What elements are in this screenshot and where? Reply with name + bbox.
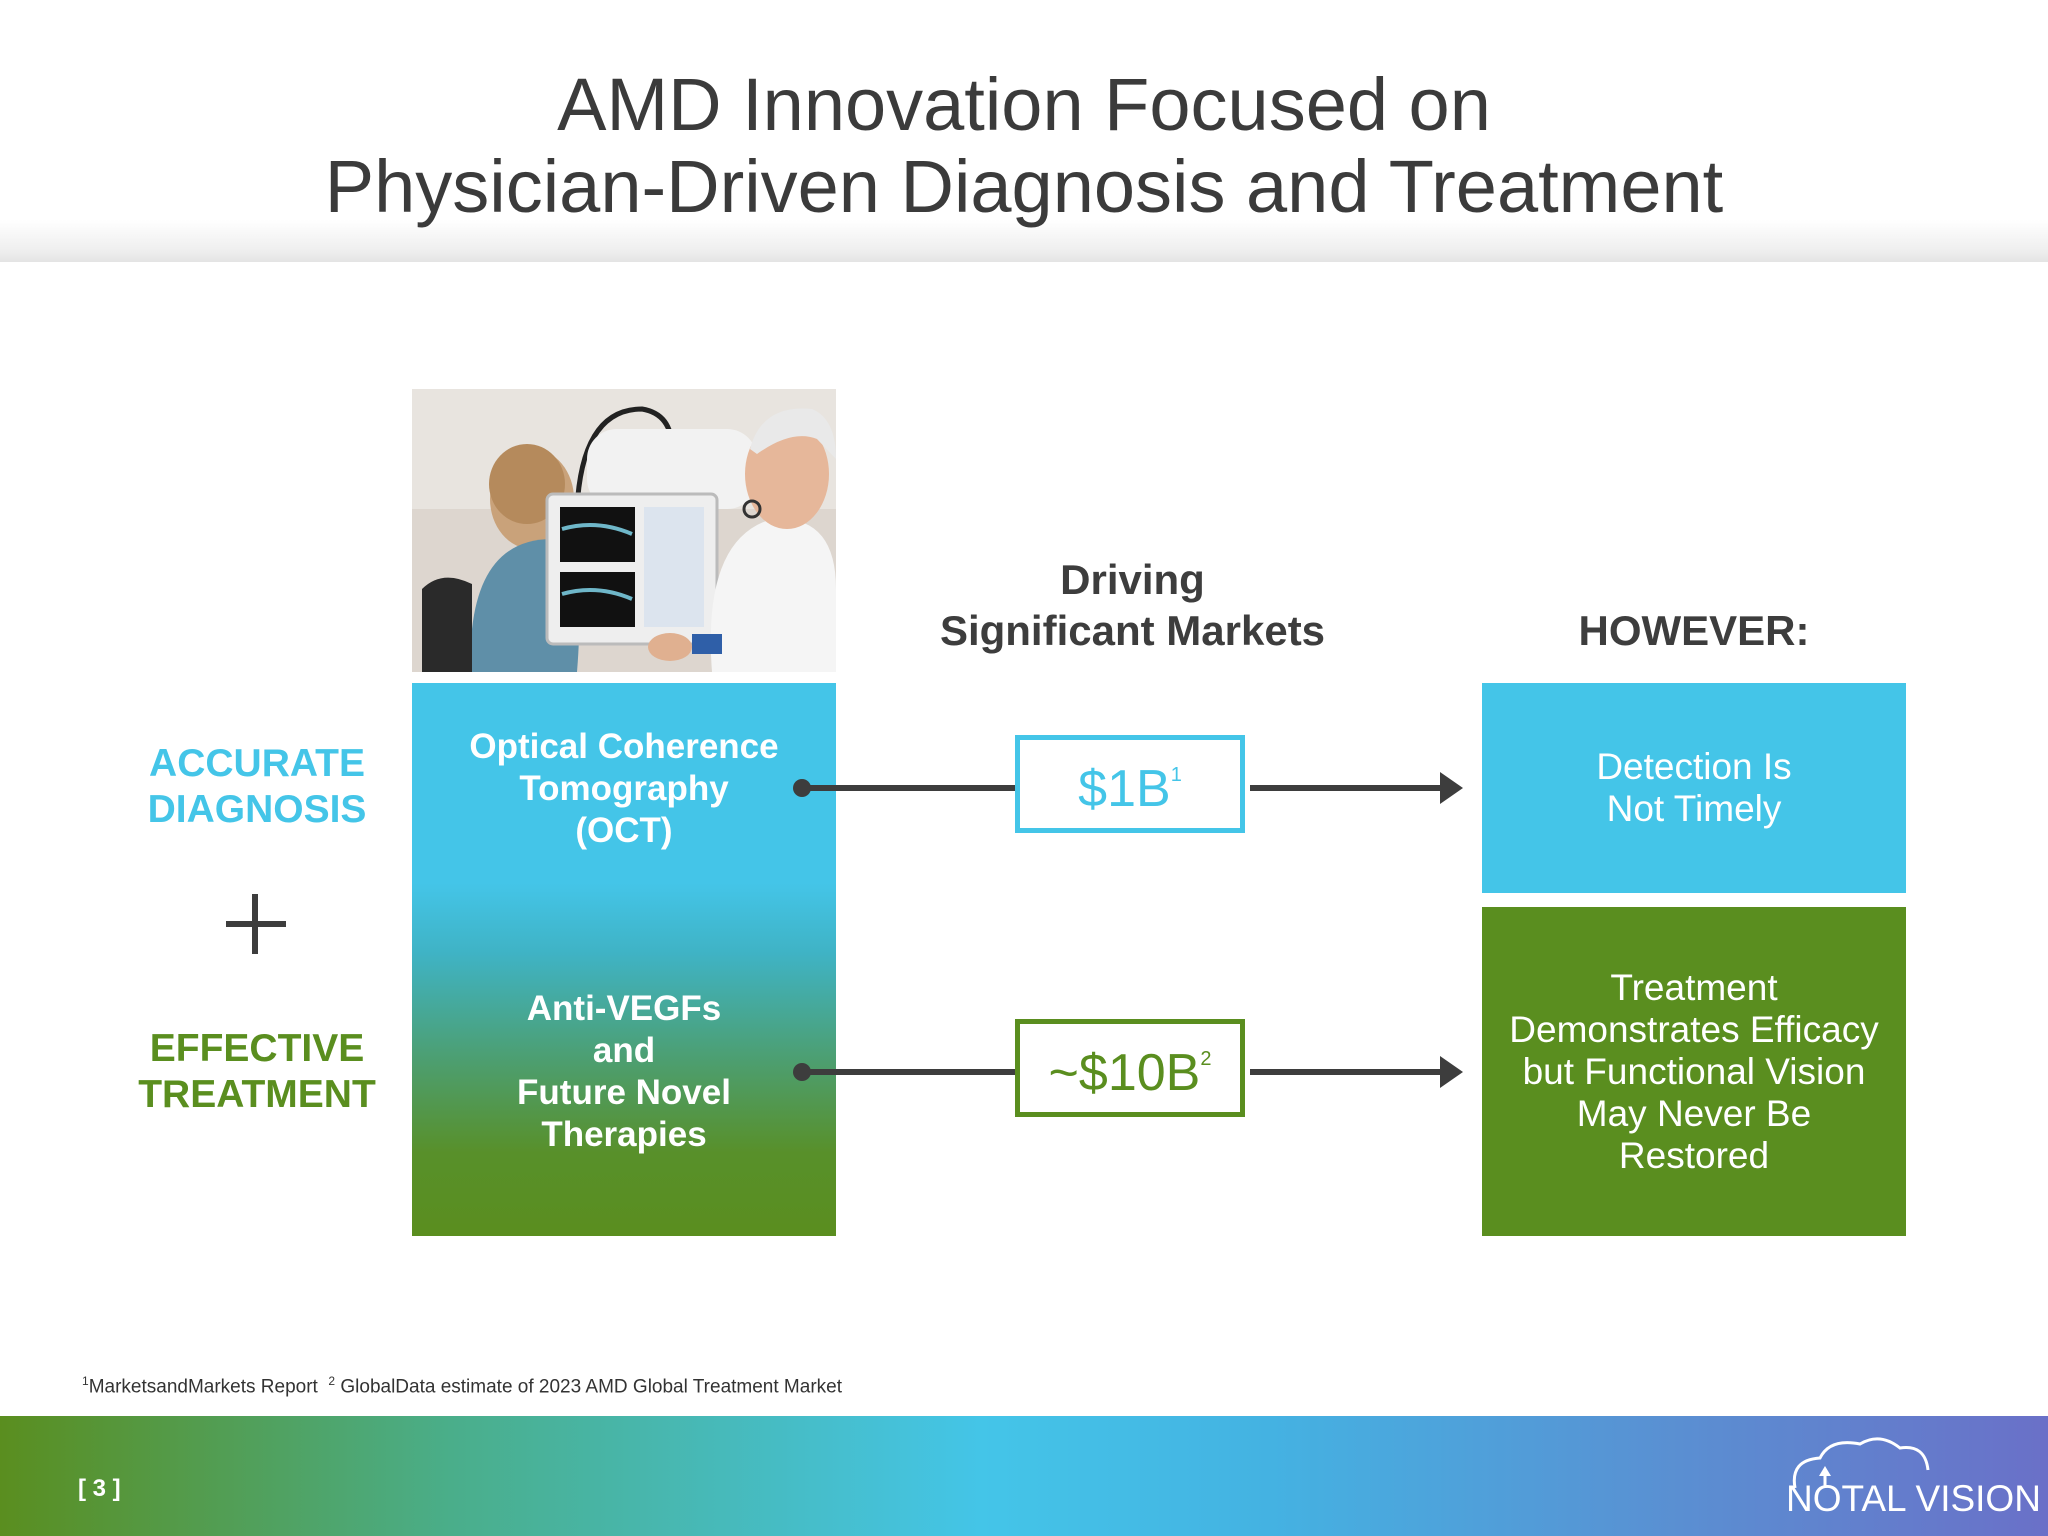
oct-line-2: Tomography <box>519 769 729 808</box>
oct-exam-photo <box>412 389 836 672</box>
accurate-line-2: DIAGNOSIS <box>147 788 367 831</box>
footnote-sup-2: 2 <box>328 1374 336 1388</box>
markets-heading-line-2: Significant Markets <box>939 607 1326 654</box>
anti-line-3: Future Novel <box>517 1073 731 1112</box>
anti-line-1: Anti-VEGFs <box>526 989 722 1028</box>
accurate-line-1: ACCURATE <box>149 742 365 785</box>
oct-line-3: (OCT) <box>575 811 673 850</box>
oct-text: Optical Coherence Tomography (OCT) <box>412 726 836 852</box>
treatment-box: Treatment Demonstrates Efficacy but Func… <box>1482 907 1906 1236</box>
footnote: 1MarketsandMarkets Report 2 GlobalData e… <box>82 1374 842 1398</box>
however-heading: HOWEVER: <box>1482 605 1906 656</box>
footnote-sup-1: 1 <box>82 1374 89 1388</box>
detect-line-2: Not Timely <box>1606 788 1782 829</box>
treat-line-3: but Functional Vision <box>1522 1050 1866 1092</box>
however-heading-text: HOWEVER: <box>1578 607 1810 654</box>
anti-line-4: Therapies <box>541 1115 707 1154</box>
center-column <box>412 683 836 1236</box>
treat-line-4: May Never Be <box>1576 1092 1812 1134</box>
page-number: [ 3 ] <box>78 1475 121 1502</box>
oct-line-1: Optical Coherence <box>469 727 779 766</box>
title-line-2: Physician-Driven Diagnosis and Treatment <box>324 145 1724 228</box>
plus-icon <box>226 894 286 954</box>
treat-line-1: Treatment <box>1610 966 1778 1008</box>
title-band <box>0 0 2048 262</box>
slide-title: AMD Innovation Focused on Physician-Driv… <box>0 64 2048 228</box>
treatment-market-value-box: ~$10B2 <box>1015 1019 1245 1117</box>
footer-bar <box>0 1416 2048 1536</box>
detection-box: Detection Is Not Timely <box>1482 683 1906 893</box>
footnote-text-1: MarketsandMarkets Report <box>88 1376 318 1398</box>
cloud-logo-icon <box>1792 1437 1930 1489</box>
logo-text: NOTAL VISION <box>1786 1478 2041 1519</box>
accurate-diagnosis-label: ACCURATE DIAGNOSIS <box>112 741 402 833</box>
effective-treatment-label: EFFECTIVE TREATMENT <box>112 1026 402 1118</box>
markets-heading-line-1: Driving <box>1060 556 1205 603</box>
treat-line-5: Restored <box>1618 1134 1770 1176</box>
oct-market-value: $1B <box>1078 760 1171 818</box>
footnote-text-2: GlobalData estimate of 2023 AMD Global T… <box>340 1376 843 1398</box>
treatment-market-footnote-ref: 2 <box>1200 1048 1212 1070</box>
anti-line-2: and <box>592 1031 656 1070</box>
detect-line-1: Detection Is <box>1596 746 1792 787</box>
treat-line-2: Demonstrates Efficacy <box>1509 1008 1879 1050</box>
oct-arrow-head <box>1440 772 1463 804</box>
anti-vegf-text: Anti-VEGFs and Future Novel Therapies <box>412 988 836 1156</box>
oct-market-value-box: $1B1 <box>1015 735 1245 833</box>
effective-line-2: TREATMENT <box>138 1073 376 1116</box>
title-line-1: AMD Innovation Focused on <box>557 63 1491 146</box>
oct-market-footnote-ref: 1 <box>1170 764 1182 786</box>
treat-arrow-head <box>1440 1056 1463 1088</box>
treatment-market-value: ~$10B <box>1048 1044 1201 1102</box>
effective-line-1: EFFECTIVE <box>149 1027 365 1070</box>
markets-heading: Driving Significant Markets <box>900 554 1365 656</box>
